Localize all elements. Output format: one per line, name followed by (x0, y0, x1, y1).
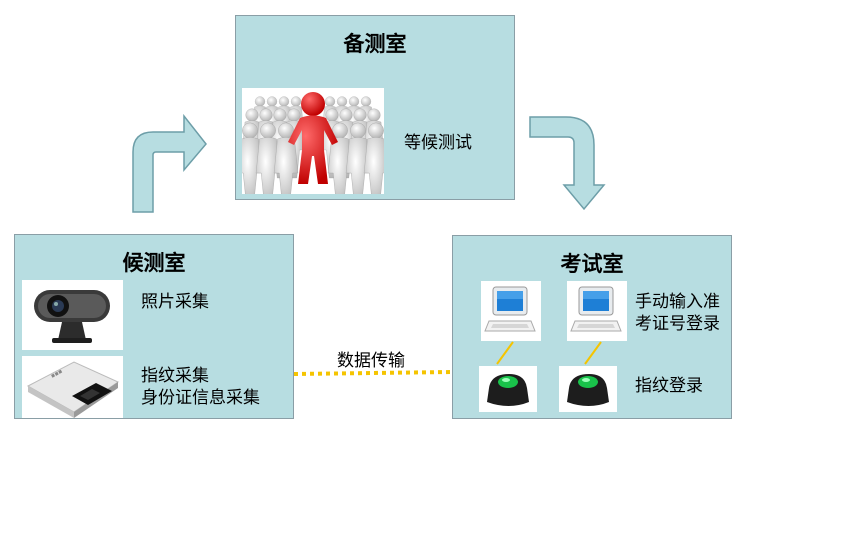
waiting-room-title: 候测室 (122, 251, 186, 275)
photo-collection-label: 照片采集 (141, 292, 209, 312)
fingerprint-reader-image-2 (559, 366, 617, 412)
grey-figure-icon (255, 122, 281, 194)
fingerprint-reader-icon: ▪▪▪ (26, 361, 120, 418)
fingerprint-login-label: 指纹登录 (635, 376, 703, 396)
computer-icon (484, 286, 536, 332)
grey-figure-icon (345, 122, 371, 194)
standby-room-title: 备测室 (343, 32, 407, 56)
svg-text:▪▪▪: ▪▪▪ (50, 368, 64, 380)
data-transfer-line (293, 370, 453, 376)
fingerprint-collection-label: 指纹采集 (141, 366, 209, 386)
waiting-room: 候测室 照片采集 ▪▪▪ 指纹采集 身份证信息采集 (14, 234, 294, 419)
grey-figure-icon (363, 122, 384, 194)
device-connector-lines (496, 341, 602, 365)
computer-icon (570, 286, 622, 332)
computer-image-2 (567, 281, 627, 341)
standby-room-label: 等候测试 (404, 133, 472, 153)
waiting-crowd-image (242, 88, 384, 194)
up-right-arrow-icon (132, 113, 207, 213)
webcam-image (22, 280, 123, 350)
fingerprint-reader-image-1 (479, 366, 537, 412)
red-figure-icon (288, 92, 338, 184)
id-card-collection-label: 身份证信息采集 (141, 388, 260, 408)
exam-room: 考试室 (452, 235, 732, 419)
fingerprint-scanner-image: ▪▪▪ (22, 356, 123, 418)
manual-login-label-line1: 手动输入准 (635, 292, 720, 312)
webcam-icon (34, 290, 110, 343)
data-transfer-label: 数据传输 (337, 351, 405, 371)
manual-login-label-line2: 考证号登录 (635, 314, 720, 334)
grey-figure-icon (242, 122, 263, 194)
standby-room: 备测室 等候测试 (235, 15, 515, 200)
fingerprint-reader-icon (567, 374, 609, 406)
exam-room-title: 考试室 (560, 252, 624, 276)
right-down-arrow-icon (529, 116, 606, 211)
fingerprint-reader-icon (487, 374, 529, 406)
computer-image-1 (481, 281, 541, 341)
